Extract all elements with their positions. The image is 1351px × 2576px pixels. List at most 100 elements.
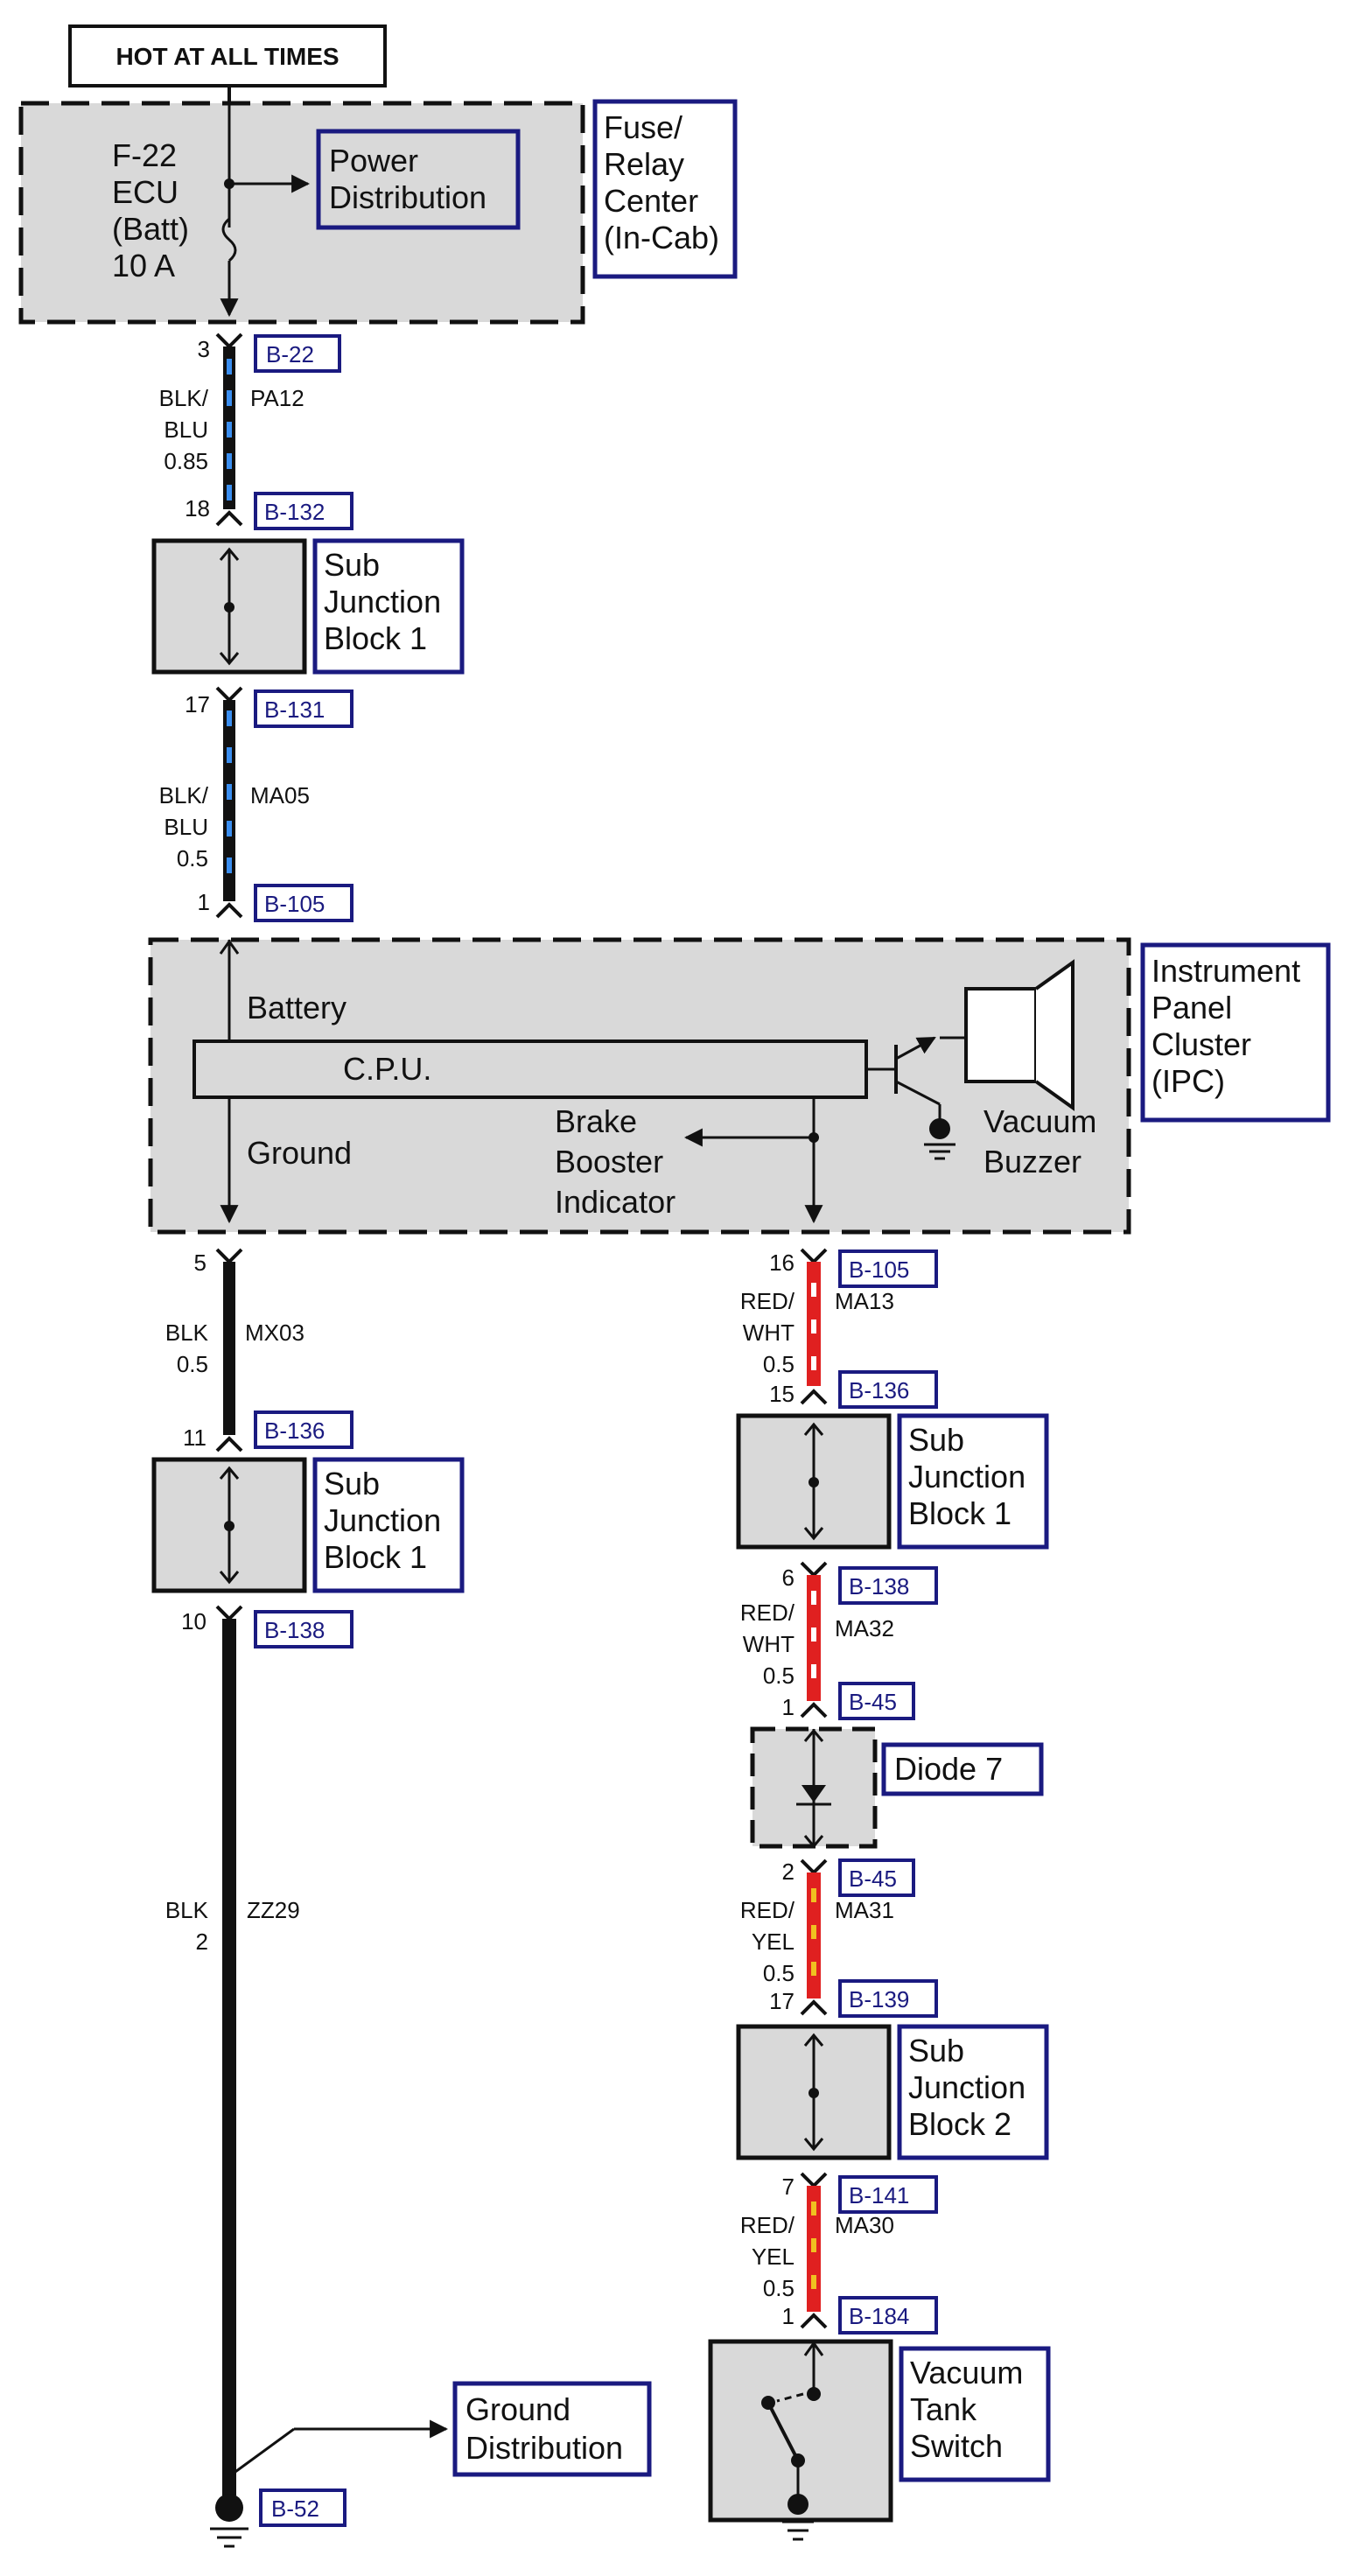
wire-ma31: 2 17 B-45 B-139 RED/ YEL 0.5 MA31 <box>740 1858 938 2018</box>
ma05-color-1: BLK/ <box>159 782 209 808</box>
ma30-conn-top: B-141 <box>849 2182 909 2208</box>
buzzer-icon <box>964 987 1038 1083</box>
pa12-color-3: 0.85 <box>164 448 208 474</box>
center-line-1: Fuse/ <box>604 109 682 145</box>
mx03-pin-bottom: 11 <box>183 1424 206 1451</box>
ma32-pin-top: 6 <box>782 1564 794 1591</box>
sjb1-left-line-2: Junction <box>324 1502 441 1538</box>
ma30-pin-bottom: 1 <box>782 2303 794 2329</box>
ma13-color-2: WHT <box>743 1320 794 1346</box>
ma13-pin-bottom: 15 <box>769 1381 794 1407</box>
zz29-conn-bottom: B-52 <box>271 2496 319 2522</box>
ma30-circuit: MA30 <box>835 2212 894 2238</box>
ma31-conn-top: B-45 <box>849 1866 897 1892</box>
fuse-line-2: ECU <box>112 174 178 210</box>
ma13-conn-bottom: B-136 <box>849 1377 909 1404</box>
mx03-pin-top: 5 <box>194 1250 206 1276</box>
ma31-pin-bottom: 17 <box>769 1988 794 2014</box>
ipc-label-line-2: Panel <box>1152 990 1232 1026</box>
wire-ma05: 17 1 B-131 B-105 BLK/ BLU 0.5 MA05 <box>159 686 354 922</box>
pa12-circuit: PA12 <box>250 385 304 411</box>
ma05-conn-top: B-131 <box>264 696 325 723</box>
pa12-conn-bottom: B-132 <box>264 499 325 525</box>
sjb1-right-line-2: Junction <box>908 1459 1026 1494</box>
zz29-color-2: 2 <box>196 1928 208 1955</box>
hot-label: HOT AT ALL TIMES <box>116 43 339 70</box>
ipc-label-line-1: Instrument <box>1152 953 1300 989</box>
brake-line-2: Booster <box>555 1144 663 1180</box>
wire-zz29: 10 B-138 BLK 2 ZZ29 B-52 <box>165 1605 449 2548</box>
center-line-2: Relay <box>604 146 684 182</box>
sjb1-left-line-3: Block 1 <box>324 1539 427 1575</box>
power-distribution-box <box>316 129 521 230</box>
power-dist-line-2: Distribution <box>329 179 486 215</box>
switch-ground-icon <box>788 2494 808 2515</box>
center-line-4: (In-Cab) <box>604 220 719 256</box>
center-line-3: Center <box>604 183 698 219</box>
mx03-circuit: MX03 <box>245 1320 304 1346</box>
wire-pa12: 3 18 B-22 B-132 BLK/ BLU 0.85 PA12 <box>159 332 354 530</box>
ma05-conn-bottom: B-105 <box>264 891 325 917</box>
sjb2-line-2: Junction <box>908 2069 1026 2105</box>
ma30-color-2: YEL <box>752 2244 794 2270</box>
ipc-label-box <box>1140 942 1331 1123</box>
sjb1-upper-line-1: Sub <box>324 547 380 583</box>
pa12-color-1: BLK/ <box>159 385 209 411</box>
pa12-pin-bottom: 18 <box>185 495 210 522</box>
ground-distribution-box <box>452 2381 652 2477</box>
zz29-conn-top: B-138 <box>264 1617 325 1643</box>
ma13-color-1: RED/ <box>740 1288 795 1314</box>
ma05-pin-top: 17 <box>185 691 210 718</box>
ma05-color-3: 0.5 <box>177 845 208 872</box>
ma32-conn-bottom: B-45 <box>849 1689 897 1715</box>
pa12-pin-top: 3 <box>198 336 210 362</box>
vacuum-tank-switch-box <box>708 2339 893 2523</box>
pa12-conn-top: B-22 <box>266 341 314 368</box>
fuse-line-3: (Batt) <box>112 211 189 247</box>
wire-mx03: 5 11 B-136 BLK 0.5 MX03 <box>165 1248 354 1452</box>
mx03-conn-bottom: B-136 <box>264 1418 325 1444</box>
sjb1-left-line-1: Sub <box>324 1466 380 1502</box>
ground-icon <box>215 2494 243 2522</box>
ma32-color-3: 0.5 <box>763 1662 794 1689</box>
pa12-color-2: BLU <box>164 416 208 443</box>
sjb2-line-3: Block 2 <box>908 2106 1012 2142</box>
ma31-pin-top: 2 <box>782 1858 794 1885</box>
ma32-color-2: WHT <box>743 1631 794 1657</box>
ma31-circuit: MA31 <box>835 1897 894 1923</box>
sjb1-right-line-3: Block 1 <box>908 1495 1012 1531</box>
buzzer-ground-icon <box>929 1118 950 1139</box>
ipc-label-line-4: (IPC) <box>1152 1063 1225 1099</box>
ma32-pin-bottom: 1 <box>782 1694 794 1720</box>
wire-ma30: 7 1 B-141 B-184 RED/ YEL 0.5 MA30 <box>740 2172 938 2334</box>
fuse-line-4: 10 A <box>112 248 175 284</box>
ma13-conn-top: B-105 <box>849 1256 909 1283</box>
zz29-color-1: BLK <box>165 1897 209 1923</box>
ma31-conn-bottom: B-139 <box>849 1986 909 2012</box>
mx03-color-1: BLK <box>165 1320 209 1346</box>
fuse-symbol <box>221 217 237 262</box>
ma30-conn-bottom: B-184 <box>849 2303 909 2329</box>
sjb2-line-1: Sub <box>908 2033 964 2068</box>
diode-label: Diode 7 <box>894 1751 1003 1787</box>
cpu-label: C.P.U. <box>343 1051 431 1087</box>
ma05-color-2: BLU <box>164 814 208 840</box>
vacuum-switch-line-2: Tank <box>910 2391 977 2427</box>
vacuum-buzzer-line-2: Buzzer <box>984 1144 1082 1180</box>
ipc-label-line-3: Cluster <box>1152 1026 1251 1062</box>
brake-line-1: Brake <box>555 1103 637 1139</box>
ma13-color-3: 0.5 <box>763 1351 794 1377</box>
power-dist-line-1: Power <box>329 143 418 178</box>
fuse-line-1: F-22 <box>112 137 177 173</box>
vacuum-buzzer-line-1: Vacuum <box>984 1103 1096 1139</box>
mx03-color-2: 0.5 <box>177 1351 208 1377</box>
ma30-color-3: 0.5 <box>763 2275 794 2301</box>
ipc-battery: Battery <box>247 990 346 1026</box>
sjb1-right-line-1: Sub <box>908 1422 964 1458</box>
hot-label-box <box>68 24 387 88</box>
ma32-conn-top: B-138 <box>849 1573 909 1600</box>
sjb1-upper-line-3: Block 1 <box>324 620 427 656</box>
ma32-circuit: MA32 <box>835 1615 894 1642</box>
zz29-circuit: ZZ29 <box>247 1897 300 1923</box>
ma13-pin-top: 16 <box>769 1250 794 1276</box>
